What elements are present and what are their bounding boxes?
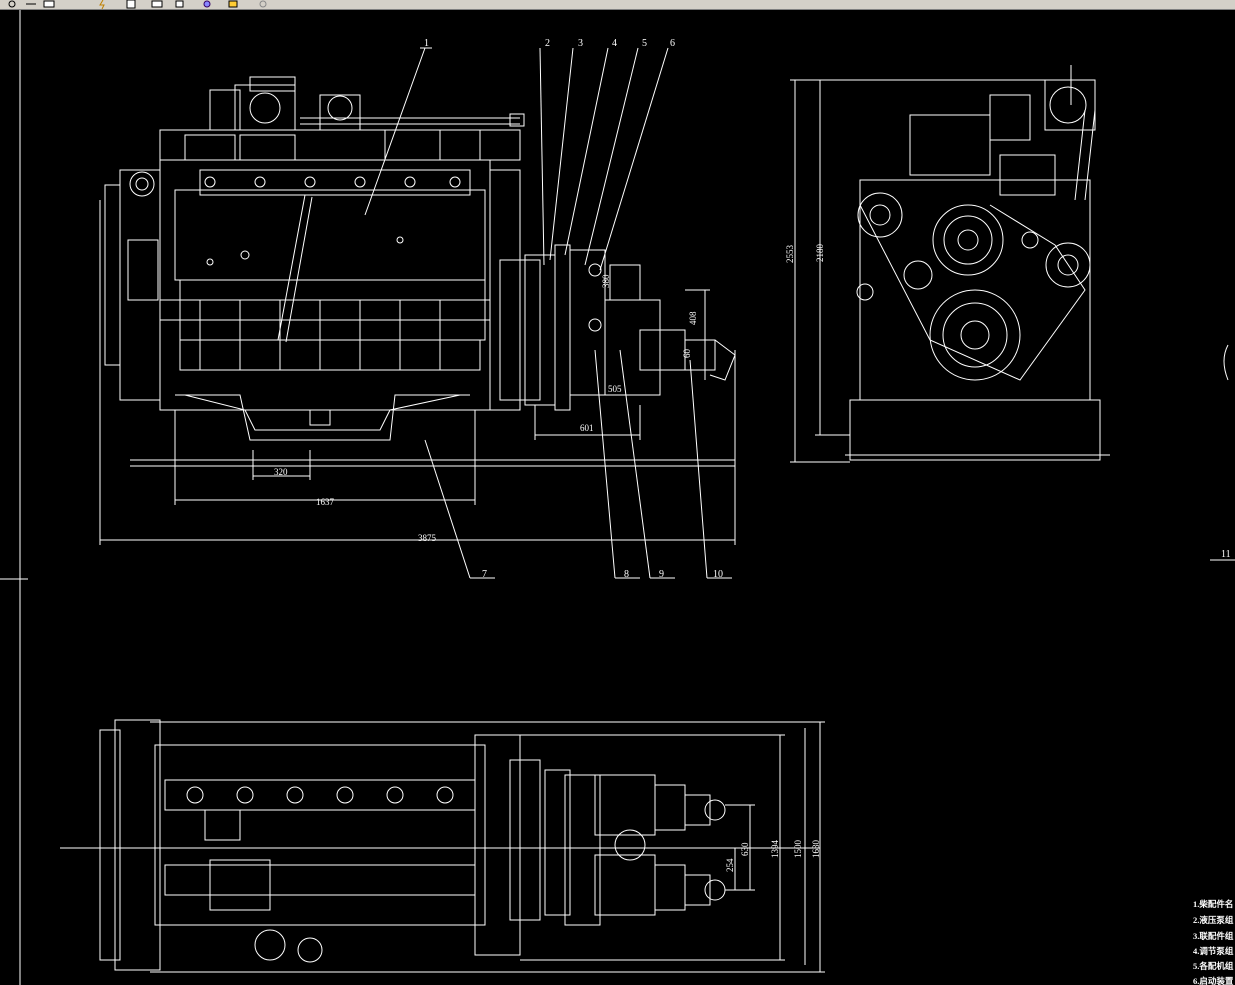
dim-2180: 2180 [815, 244, 825, 263]
leader-label-4: 4 [612, 38, 617, 49]
lightning-icon[interactable] [96, 0, 110, 9]
leader-label-7: 7 [482, 569, 487, 580]
dim-320: 320 [274, 467, 288, 477]
zoom-icon[interactable] [6, 0, 20, 8]
legend-item: 1.柴配件名 [1193, 899, 1233, 909]
dim-630: 630 [740, 842, 750, 856]
engine-plan-view [60, 719, 825, 973]
toolbar [0, 0, 1235, 10]
engine-front-view [790, 65, 1110, 463]
dim-408: 408 [688, 311, 698, 325]
dim-60: 60 [682, 349, 692, 359]
leader-label-5: 5 [642, 38, 647, 49]
engine-side-view [99, 47, 736, 579]
new-file-icon[interactable] [124, 0, 138, 9]
palette-icon[interactable] [226, 0, 240, 8]
dim-1630: 1630 [811, 840, 821, 859]
legend-item: 4.调节泵组 [1193, 946, 1234, 956]
dim-1500: 1500 [793, 840, 803, 859]
dim-2553: 2553 [785, 245, 795, 264]
leader-label-9: 9 [659, 569, 664, 580]
dim-1394: 1394 [770, 840, 780, 859]
copy-icon[interactable] [174, 0, 188, 8]
legend-item: 6.启动装置 [1193, 976, 1234, 985]
dim-1637: 1637 [316, 497, 335, 507]
legend-item: 3.联配件组 [1193, 931, 1234, 941]
help-icon[interactable] [256, 0, 270, 8]
legend-item: 2.液压泵组 [1193, 915, 1234, 925]
dim-380: 380 [601, 274, 611, 288]
dim-3875: 3875 [418, 533, 437, 543]
pan-icon[interactable] [24, 0, 38, 8]
window-icon[interactable] [150, 0, 164, 8]
parts-legend: 1.柴配件名 2.液压泵组 3.联配件组 4.调节泵组 5.各配机组 6.启动装… [1193, 899, 1234, 985]
leader-label-6: 6 [670, 38, 675, 49]
dim-254: 254 [725, 858, 735, 872]
dim-505: 505 [608, 384, 622, 394]
leader-label-1: 1 [424, 38, 429, 49]
leader-label-3: 3 [578, 38, 583, 49]
legend-item: 5.各配机组 [1193, 961, 1234, 971]
leader-label-8: 8 [624, 569, 629, 580]
balloon-labels: 1 2 3 4 5 6 7 8 9 10 11 [424, 38, 1231, 580]
dimension-texts: 320 1637 3875 601 505 408 380 60 2553 21… [274, 244, 825, 873]
settings-icon[interactable] [200, 0, 214, 8]
leader-label-10: 10 [713, 569, 723, 580]
partial-view-edge [1223, 344, 1229, 381]
leader-label-2: 2 [545, 38, 550, 49]
cad-drawing-canvas[interactable]: 1 2 3 4 5 6 7 8 9 10 11 320 1637 3875 60… [0, 10, 1235, 985]
leader-label-11: 11 [1221, 549, 1231, 560]
print-icon[interactable] [42, 0, 56, 8]
dim-601: 601 [580, 423, 594, 433]
